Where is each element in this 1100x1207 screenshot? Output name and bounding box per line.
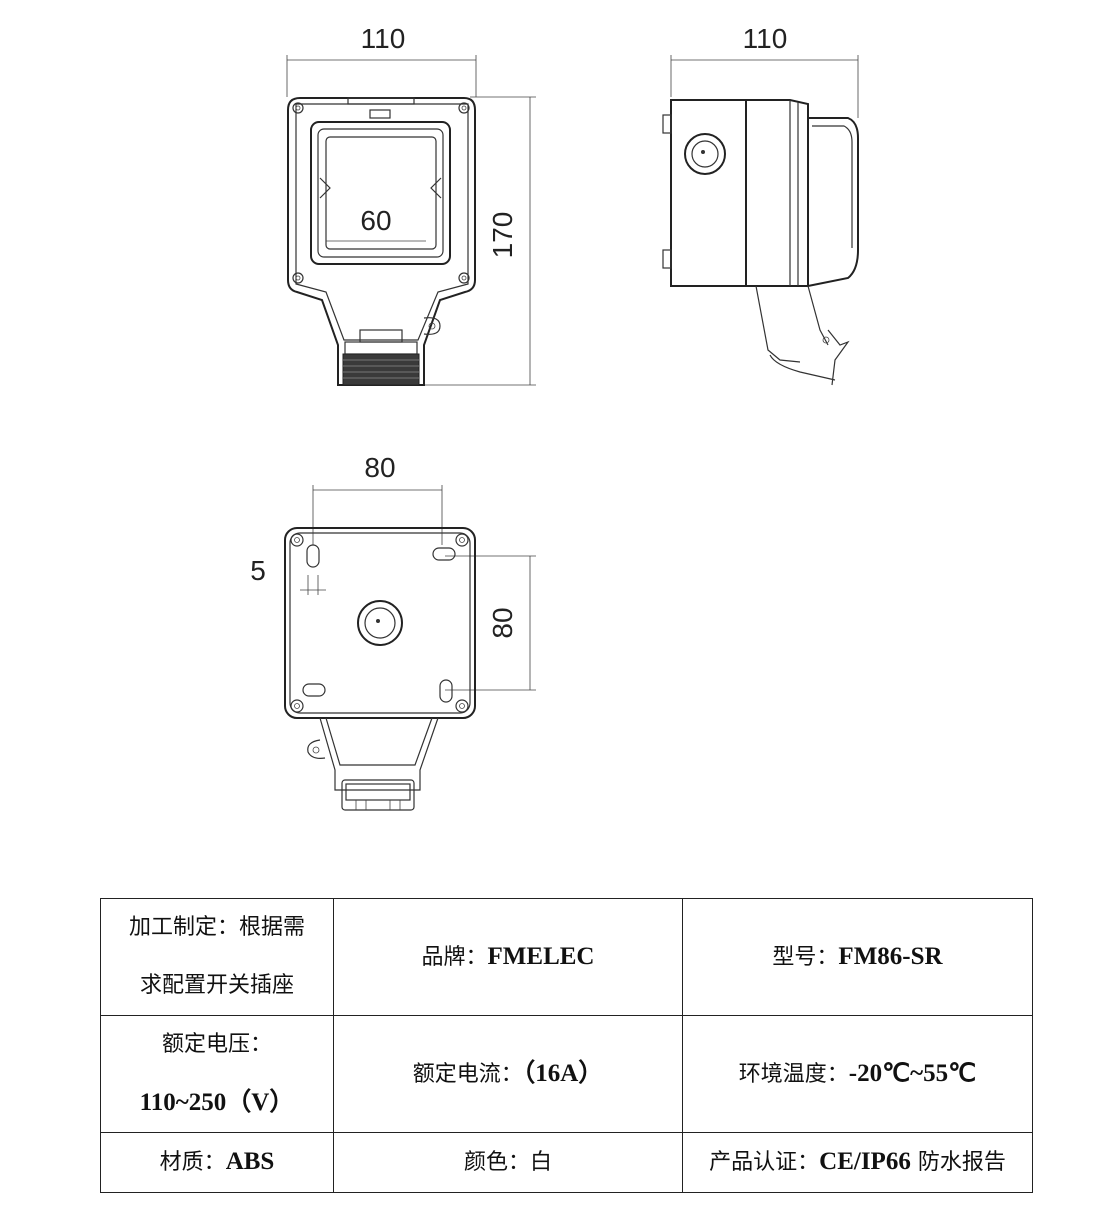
front-height-dimension: 170 <box>487 212 518 259</box>
front-width-dimension: 110 <box>361 23 406 54</box>
current-cell: 额定电流：（16A） <box>333 1015 683 1133</box>
table-row: 加工制定：根据需 求配置开关插座 品牌：FMELEC 型号：FM86-SR <box>100 898 1033 1016</box>
current-value: （16A） <box>522 1059 604 1087</box>
current-label: 额定电流： <box>412 1061 523 1087</box>
certification-suffix: 防水报告 <box>910 1150 1006 1175</box>
certification-value: CE/IP66 <box>819 1148 911 1175</box>
custom-cell: 加工制定：根据需 求配置开关插座 <box>100 898 334 1016</box>
side-view: 110 <box>662 23 859 386</box>
custom-line-2: 求配置开关插座 <box>139 973 294 998</box>
temperature-value: -20℃~55℃ <box>848 1059 977 1087</box>
material-cell: 材质：ABS <box>100 1132 334 1193</box>
certification-label: 产品认证： <box>709 1150 820 1175</box>
material-label: 材质： <box>159 1150 226 1175</box>
color-cell: 颜色：白 <box>333 1132 683 1193</box>
side-width-dimension: 110 <box>743 23 788 54</box>
color-value: 白 <box>530 1149 553 1175</box>
table-row: 额定电压： 110~250（V） 额定电流：（16A） 环境温度：-20℃~55… <box>100 1015 1033 1133</box>
color-label: 颜色： <box>463 1149 530 1175</box>
model-value: FM86-SR <box>838 942 943 970</box>
spec-table: 加工制定：根据需 求配置开关插座 品牌：FMELEC 型号：FM86-SR 额定… <box>100 898 1033 1193</box>
back-view: 80 80 5 <box>250 452 536 811</box>
temperature-cell: 环境温度：-20℃~55℃ <box>682 1015 1033 1133</box>
front-inner-dimension: 60 <box>360 205 391 236</box>
voltage-cell: 额定电压： 110~250（V） <box>100 1015 334 1133</box>
temperature-label: 环境温度： <box>738 1061 849 1087</box>
material-value: ABS <box>225 1148 275 1175</box>
brand-label: 品牌： <box>421 944 488 970</box>
technical-drawing: 110 170 60 <box>250 23 859 811</box>
brand-cell: 品牌：FMELEC <box>333 898 683 1016</box>
back-width-dimension: 80 <box>364 452 395 483</box>
brand-value: FMELEC <box>487 942 595 970</box>
model-cell: 型号：FM86-SR <box>682 898 1033 1016</box>
custom-line-1: 加工制定：根据需 <box>128 915 305 940</box>
front-view: 110 170 60 <box>286 23 536 386</box>
back-slot-dimension: 5 <box>250 555 266 586</box>
voltage-value: 110~250（V） <box>139 1089 295 1116</box>
certification-cell: 产品认证：CE/IP66 防水报告 <box>682 1132 1033 1193</box>
model-label: 型号： <box>772 944 839 970</box>
table-row: 材质：ABS 颜色：白 产品认证：CE/IP66 防水报告 <box>100 1132 1033 1193</box>
voltage-label: 额定电压： <box>161 1032 272 1057</box>
back-height-dimension: 80 <box>487 607 518 638</box>
